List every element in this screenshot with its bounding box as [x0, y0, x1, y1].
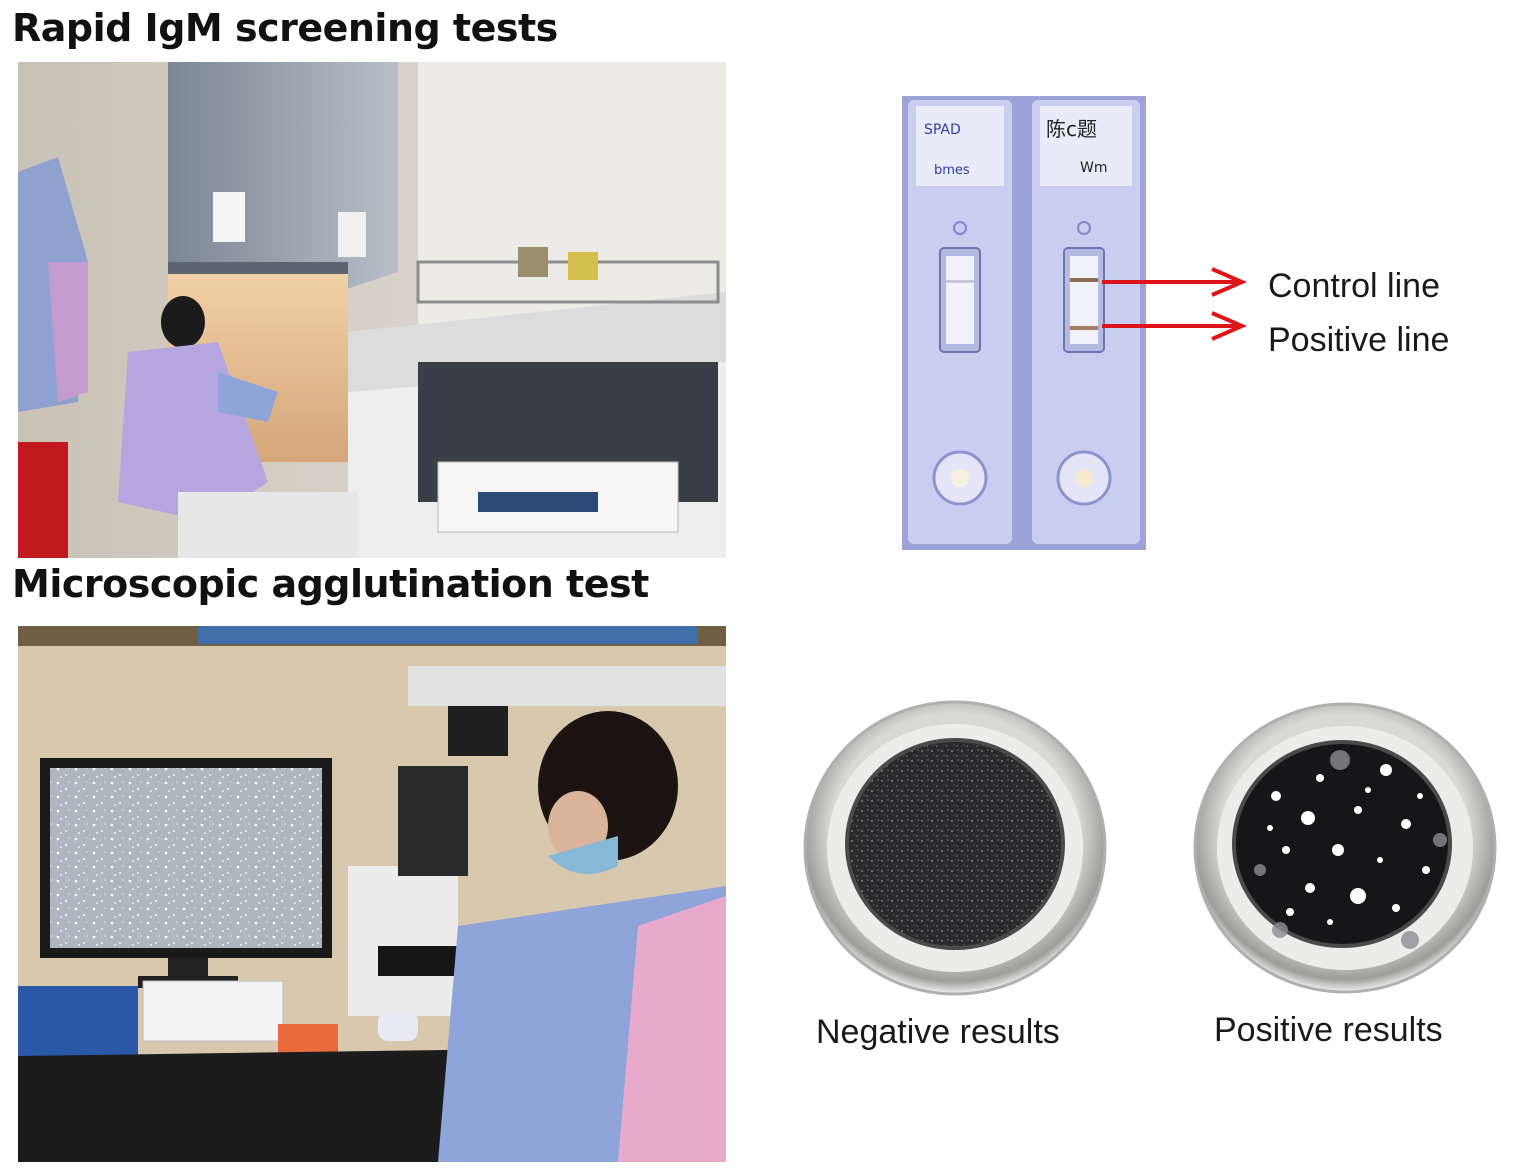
negative-results-label: Negative results: [816, 1013, 1060, 1051]
svg-text:SPAD: SPAD: [924, 122, 961, 138]
svg-text:陈c题: 陈c题: [1046, 117, 1097, 141]
right-arrow-icon: [1102, 267, 1248, 297]
svg-text:bmes: bmes: [934, 163, 970, 178]
photo-microscope-workstation: [18, 626, 726, 1162]
positive-results-label: Positive results: [1214, 1011, 1443, 1049]
test-strip-left: SPAD bmes: [908, 100, 1012, 544]
heading-rapid-igm: Rapid IgM screening tests: [12, 6, 558, 50]
rapid-test-strips: SPAD bmes 陈c题 Wm: [902, 96, 1146, 550]
heading-microscopic-agglutination: Microscopic agglutination test: [12, 562, 649, 606]
right-arrow-icon: [1102, 311, 1248, 341]
svg-text:Wm: Wm: [1080, 160, 1107, 176]
test-strip-right: 陈c题 Wm: [1032, 100, 1140, 544]
photo-biosafety-cabinet: [18, 62, 726, 558]
positive-result-well: [1190, 700, 1500, 996]
negative-result-well: [800, 698, 1110, 998]
control-line-label: Control line: [1268, 267, 1440, 305]
positive-line-label: Positive line: [1268, 321, 1450, 359]
